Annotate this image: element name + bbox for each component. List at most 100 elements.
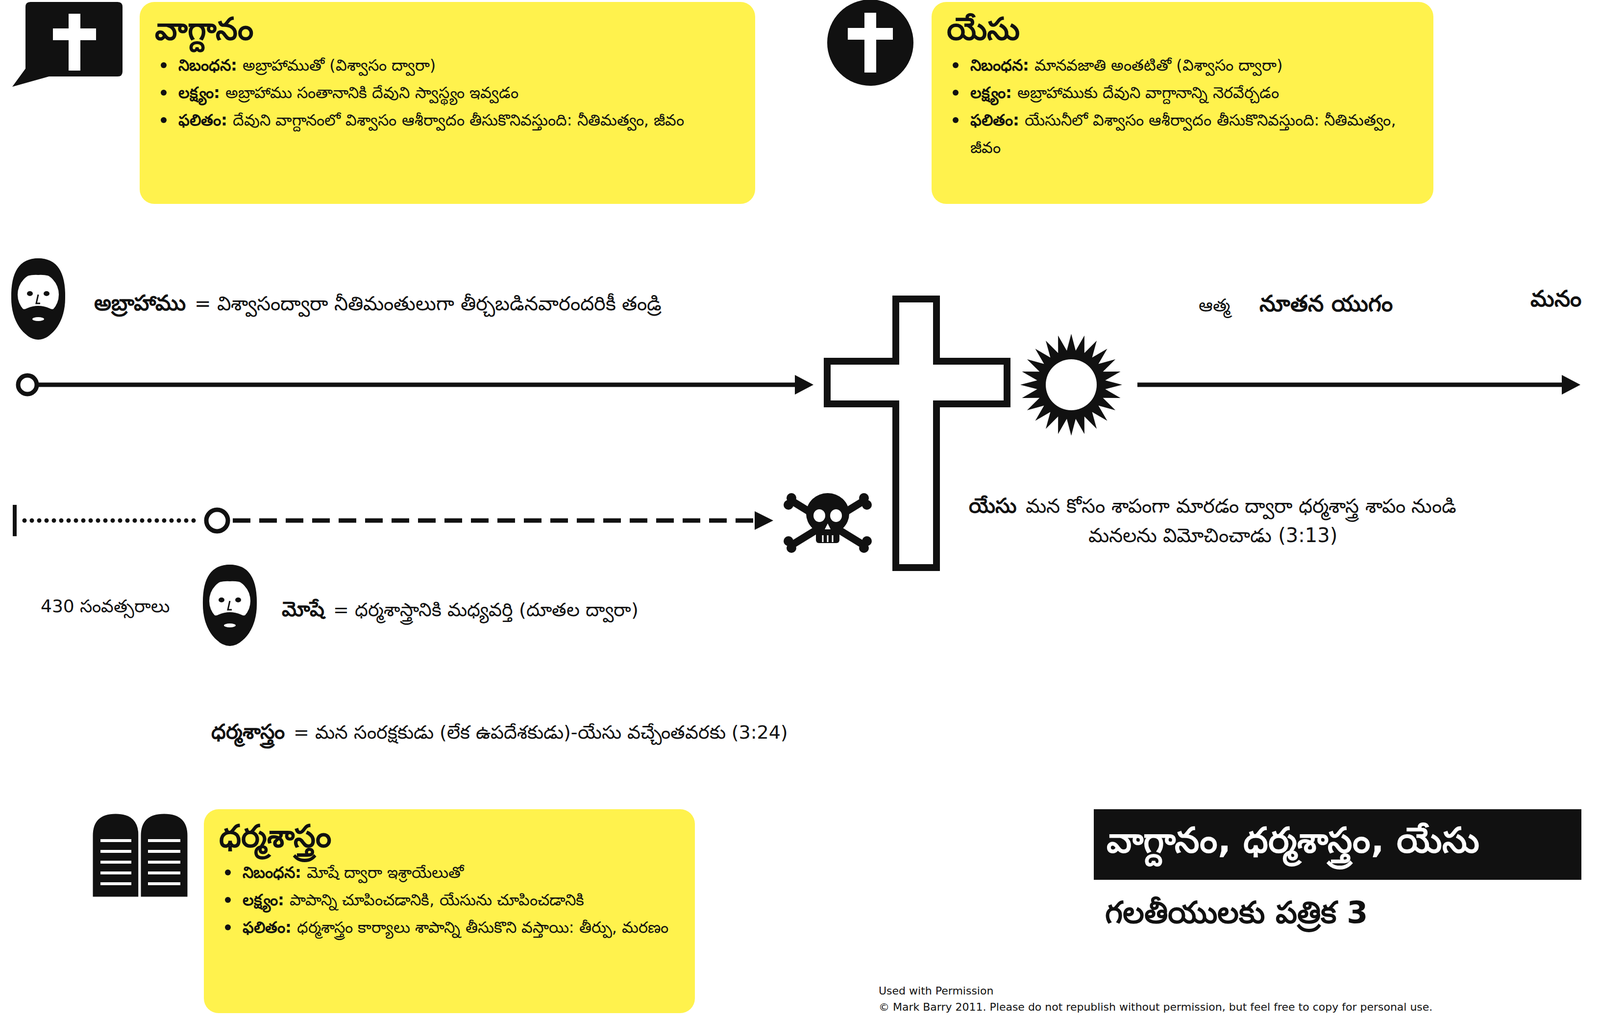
jesus-icon <box>827 0 914 86</box>
bullet-text: మానవజాతి అంతటితో (విశ్వాసం ద్వారా) <box>1034 55 1283 75</box>
bullet-row: నిబంధన:మానవజాతి అంతటితో (విశ్వాసం ద్వారా… <box>952 51 1419 79</box>
caption-text: గలతీయులకు పత్రిక 3 <box>1105 894 1368 931</box>
cross-symbol <box>68 13 81 71</box>
timeline-label: = మన సంరక్షకుడు (లేక ఉపదేశకుడు)-యేసు వచ్… <box>293 721 788 743</box>
bullet-text: అబ్రాహాము సంతానానికి దేవుని స్వాస్థ్యం ఇ… <box>225 83 519 102</box>
bullet-text: అబ్రాహాముతో (విశ్వాసం ద్వారా) <box>242 55 436 75</box>
timeline-label: = విశ్వాసంద్వారా నీతిమంతులుగా తీర్చబడినవ… <box>194 292 662 315</box>
timeline-label: నూతన యుగం <box>1259 290 1393 317</box>
bullet-label: నిబంధన: <box>970 55 1030 75</box>
bullet-label: లక్ష్యం: <box>242 890 285 910</box>
bullet-text: ధర్మశాస్త్రం కార్యాలు శాపాన్ని తీసుకొని … <box>296 917 669 937</box>
timeline-label: = ధర్మశాస్త్రానికి మధ్యవర్తి (దూతల ద్వార… <box>333 598 639 621</box>
info-box: యేసునిబంధన:మానవజాతి అంతటితో (విశ్వాసం ద్… <box>931 1 1434 204</box>
bullet-label: నిబంధన: <box>242 862 302 882</box>
cross-symbol <box>52 28 97 41</box>
label-group: మోషే = ధర్మశాస్త్రానికి మధ్యవర్తి (దూతల ద… <box>281 595 639 623</box>
bullet-label: లక్ష్యం: <box>970 83 1012 102</box>
bullet-label: ఫలితం: <box>970 110 1020 130</box>
label-group: ఆత్మ నూతన యుగం <box>1198 289 1393 319</box>
bullet-label: ఫలితం: <box>242 917 292 937</box>
tablet <box>139 812 189 898</box>
bullet-row: నిబంధన:అబ్రాహాముతో (విశ్వాసం ద్వారా) <box>160 51 741 79</box>
law-timeline <box>14 504 774 537</box>
skull-symbol <box>783 492 872 553</box>
bullet-row: లక్ష్యం:పాపాన్ని చూపించడానికి, యేసును చూ… <box>224 886 681 914</box>
timeline-label: మన కోసం శాపంగా మారడం ద్వారా ధర్మశాస్త్ర … <box>1025 494 1457 547</box>
speech-bubble <box>12 1 123 87</box>
cross-symbol <box>847 27 893 40</box>
bullet-dot <box>952 117 959 124</box>
timeline-label: యేసు <box>968 493 1017 518</box>
tablet-lines <box>100 840 181 884</box>
bullet-text: మోషే ద్వారా ఇశ్రాయేలుతో <box>306 862 464 882</box>
label-group: © Mark Barry 2011. Please do not republi… <box>878 1000 1433 1015</box>
bullet-row: ఫలితం:ధర్మశాస్త్రం కార్యాలు శాపాన్ని తీస… <box>224 913 681 941</box>
bullet-dot <box>224 924 231 931</box>
moses-face <box>202 564 257 646</box>
timeline-label: ఆత్మ <box>1198 295 1231 316</box>
timeline-tick <box>12 504 17 537</box>
arrow-head <box>754 511 774 530</box>
title-text: వాగ్దానం, ధర్మశాస్త్రం, యేసు <box>1106 819 1480 870</box>
bullet-label: లక్ష్యం: <box>178 83 221 102</box>
timeline-label: 430 సంవత్సరాలు <box>40 595 170 616</box>
timeline-label: ధర్మశాస్త్రం <box>211 719 285 744</box>
arrow-head <box>794 374 814 395</box>
starburst-symbol <box>1020 333 1123 436</box>
info-box: ధర్మశాస్త్రంనిబంధన:మోషే ద్వారా ఇశ్రాయేలు… <box>203 809 695 1013</box>
bullet-dot <box>160 62 167 69</box>
title-bar: వాగ్దానం, ధర్మశాస్త్రం, యేసు <box>1093 809 1582 880</box>
box-heading: వాగ్దానం <box>154 8 741 50</box>
timeline-label: మనం <box>1530 285 1582 312</box>
bullet-text: పాపాన్ని చూపించడానికి, యేసును చూపించడాని… <box>289 890 585 910</box>
box-heading: యేసు <box>946 8 1419 50</box>
tablets-icon <box>91 812 189 898</box>
promise-icon <box>12 1 123 87</box>
bullet-dot <box>952 62 959 69</box>
bullet-label: నిబంధన: <box>178 55 238 75</box>
bullet-row: ఫలితం:యేసునీలో విశ్వాసం ఆశీర్వాదం తీసుకొ… <box>952 106 1419 162</box>
bullet-text: దేవుని వాగ్దానంలో విశ్వాసం ఆశీర్వాదం తీస… <box>232 110 685 130</box>
starburst-center <box>1045 359 1097 411</box>
bullet-row: లక్ష్యం: అబ్రాహాముకు దేవుని వాగ్దానాన్ని … <box>952 78 1419 107</box>
timeline-label: మోషే <box>281 596 325 621</box>
timeline-start <box>18 375 37 394</box>
bullet-text: యేసునీలో విశ్వాసం ఆశీర్వాదం తీసుకొనివస్త… <box>970 110 1397 157</box>
dashed-line <box>232 518 758 523</box>
starburst <box>1020 333 1123 436</box>
label-group: అబ్రాహాము = విశ్వాసంద్వారా నీతిమంతులుగా త… <box>94 288 662 317</box>
bullet-row: నిబంధన:మోషే ద్వారా ఇశ్రాయేలుతో <box>224 858 681 887</box>
timeline-line <box>37 382 799 388</box>
bullet-dot <box>160 89 167 96</box>
bullet-dot <box>952 89 959 96</box>
timeline-label: © Mark Barry 2011. Please do not republi… <box>878 1000 1433 1013</box>
timeline-line <box>1137 382 1566 388</box>
cross-symbol <box>864 12 877 73</box>
bullet-text: అబ్రాహాముకు దేవుని వాగ్దానాన్ని నెరవేర్చ… <box>1017 83 1280 102</box>
info-box: వాగ్దానంనిబంధన:అబ్రాహాముతో (విశ్వాసం ద్వ… <box>139 1 756 204</box>
bullet-label: ఫలితం: <box>178 110 228 130</box>
promise-timeline <box>18 374 814 395</box>
box-heading: ధర్మశాస్త్రం <box>219 815 681 857</box>
label-group: ధర్మశాస్త్రం = మన సంరక్షకుడు (లేక ఉపదేశకు… <box>211 718 788 746</box>
caption-box: గలతీయులకు పత్రిక 3 <box>1105 892 1368 933</box>
timeline-start <box>206 509 228 532</box>
bullet-dot <box>224 869 231 876</box>
icon-circle <box>827 0 914 86</box>
tablet <box>91 812 140 898</box>
bullet-dot <box>224 896 231 903</box>
timeline-label: Used with Permission <box>878 984 994 997</box>
label-group: Used with Permission <box>878 984 994 999</box>
new-age-timeline <box>1137 374 1581 395</box>
label-group: యేసు మన కోసం శాపంగా మారడం ద్వారా ధర్మశాస్… <box>967 491 1458 550</box>
label-group: మనం <box>1530 284 1582 314</box>
abraham-face <box>11 258 66 340</box>
bullet-row: ఫలితం:దేవుని వాగ్దానంలో విశ్వాసం ఆశీర్వా… <box>160 106 741 134</box>
arrow-head <box>1561 374 1581 395</box>
bullet-dot <box>160 117 167 124</box>
bullet-row: లక్ష్యం:అబ్రాహాము సంతానానికి దేవుని స్వా… <box>160 78 741 107</box>
dotted-line <box>24 518 201 523</box>
timeline-label: అబ్రాహాము <box>94 290 186 316</box>
cross-symbol <box>827 298 1008 568</box>
